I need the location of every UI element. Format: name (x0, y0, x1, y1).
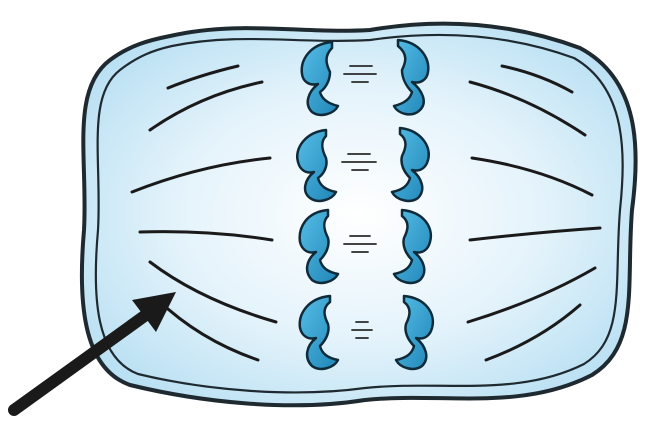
diagram-canvas (0, 0, 650, 425)
cell-division-figure (0, 0, 650, 425)
